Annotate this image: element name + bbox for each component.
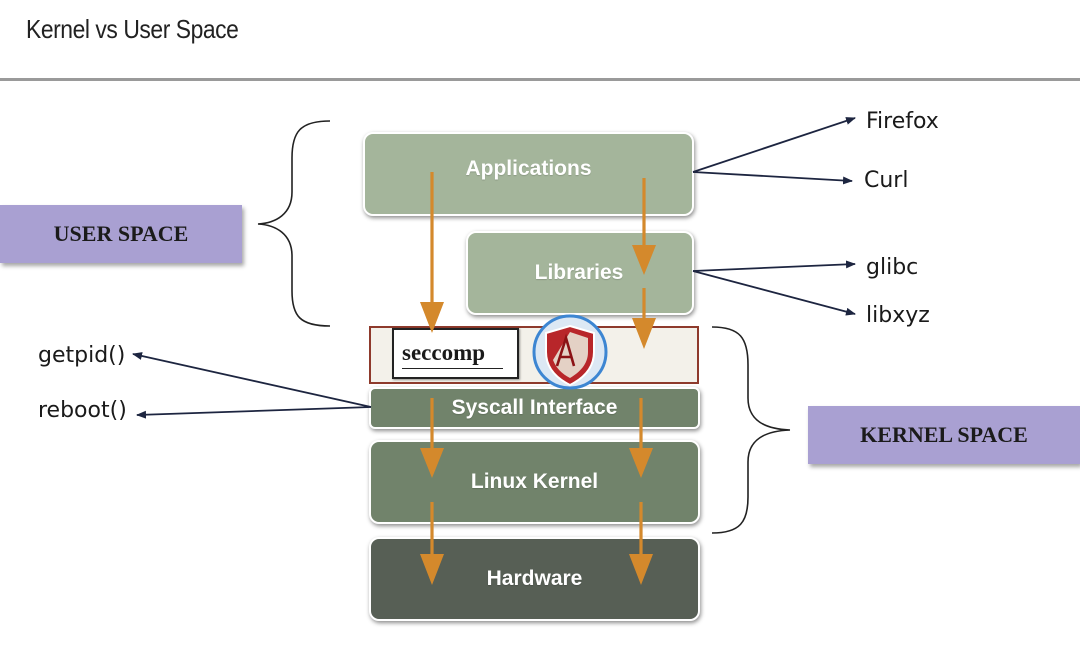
glibc-arrow <box>692 260 856 272</box>
applications-label: Applications <box>465 157 592 180</box>
libxyz-arrow <box>692 270 856 316</box>
reboot-arrow <box>136 406 372 419</box>
getpid-arrow <box>132 352 372 408</box>
user-space-tag: USER SPACE <box>0 205 242 263</box>
seccomp-logo: seccomp <box>392 328 519 379</box>
title-divider <box>0 78 1080 81</box>
applications-layer: Applications <box>363 132 694 216</box>
user-space-brace <box>257 120 331 327</box>
kernel-space-tag: KERNEL SPACE <box>808 406 1080 464</box>
getpid-label: getpid() <box>38 343 126 368</box>
syscall-interface-layer: Syscall Interface <box>369 387 700 429</box>
curl-arrow <box>692 171 853 185</box>
reboot-label: reboot() <box>38 398 127 423</box>
linux-kernel-layer: Linux Kernel <box>369 440 700 524</box>
kernel-space-brace <box>711 326 791 534</box>
libraries-label: Libraries <box>534 261 624 284</box>
hardware-layer: Hardware <box>369 537 700 621</box>
linux-kernel-label: Linux Kernel <box>470 470 599 493</box>
hardware-label: Hardware <box>486 567 583 590</box>
libxyz-label: libxyz <box>866 303 930 328</box>
libraries-layer: Libraries <box>466 231 694 315</box>
page-title: Kernel vs User Space <box>26 14 239 44</box>
kernel-space-label: KERNEL SPACE <box>860 422 1028 447</box>
seccomp-text: seccomp <box>402 340 486 365</box>
curl-label: Curl <box>864 168 909 193</box>
syscall-interface-label: Syscall Interface <box>451 396 618 419</box>
user-space-label: USER SPACE <box>53 221 189 246</box>
glibc-label: glibc <box>866 255 919 280</box>
firefox-arrow <box>692 117 856 173</box>
firefox-label: Firefox <box>866 109 939 134</box>
